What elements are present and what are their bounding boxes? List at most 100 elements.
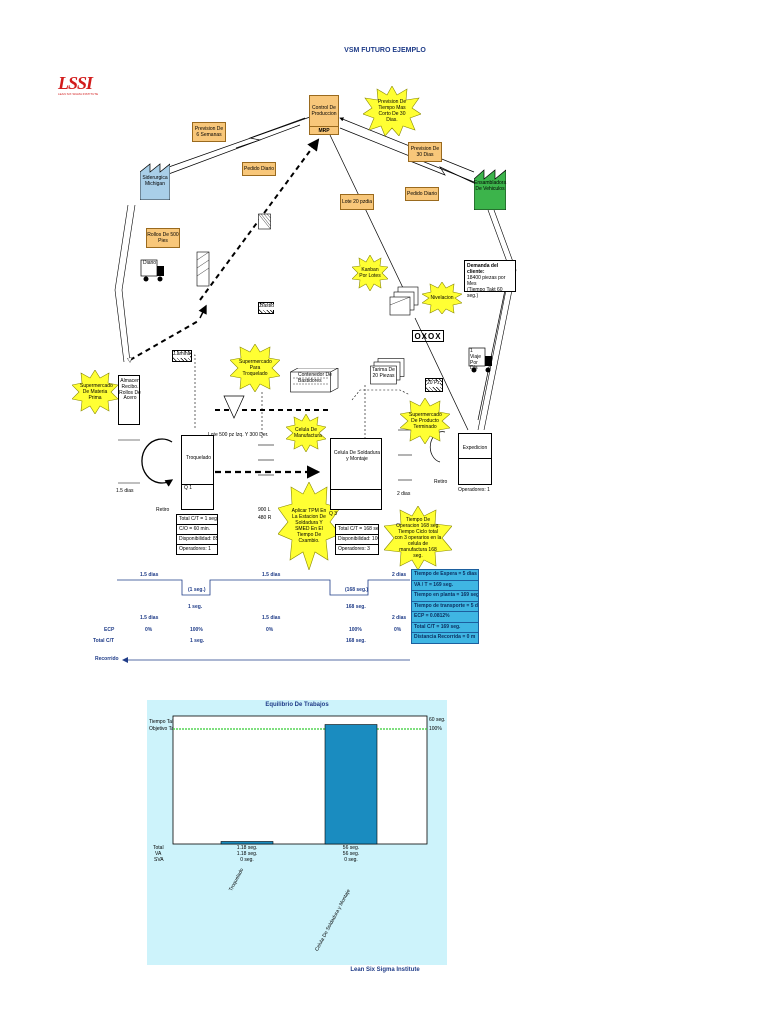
tl-totalct-1: 1 seg. (190, 638, 205, 644)
prevision-6-label: Prevision De 6 Semanas (192, 122, 226, 142)
summary-table: Tiempo de Espera = 5 dias VA / T = 169 s… (411, 569, 479, 644)
cell: 0 seg. (344, 857, 358, 863)
truck-viajes-label: 1 Viaje Por Dia (470, 348, 482, 372)
page-title: VSM FUTURO EJEMPLO (344, 47, 426, 54)
dias-2: 2 dias (397, 491, 411, 497)
celula-label: Celula De Soldadura y Montaje (333, 450, 381, 462)
operadores-exp: Operadores: 1 (458, 487, 490, 493)
almacen-label: Almacen Recibo. Rollos De Acero (119, 378, 141, 402)
summary-row: Tiempo en planta = 169 seg. (412, 591, 478, 602)
troq-row: C/O = 60 min. (177, 525, 217, 535)
kaizen-burst-icon (72, 370, 118, 414)
kaizen-super-troquelado: Supermercado Para Troquelado (230, 344, 280, 392)
row-label-va: VA (155, 851, 162, 857)
truck-viajes: 1 Viaje Por Dia (468, 346, 494, 376)
kaizen-burst-icon (384, 506, 452, 570)
kaizen-nivelacion: Nivelacion (422, 282, 462, 314)
bar-0 (220, 841, 274, 845)
kaizen-super-producto: Supermercado De Producto Terminado (400, 398, 450, 444)
kaizen-burst-icon (230, 344, 280, 392)
target-pct-label: 100% (429, 726, 442, 732)
expedicion-process: Expedicion (458, 433, 492, 485)
lote-20-label: Lote 20 pzdia (340, 194, 374, 210)
customer-label: Ensambladora De Vehiculos (474, 180, 507, 192)
kanban-post-icon (196, 250, 212, 288)
demand-box: Demanda del cliente: 18400 piezas por Me… (464, 260, 516, 299)
kaizen-burst-icon (400, 398, 450, 444)
inv-900: 900 L (258, 507, 271, 513)
tl-ecp-4: 100% (349, 627, 362, 633)
cel-row: Total C/T = 168 seg. (336, 525, 378, 535)
contenedor-icon: Contenedor De Bastidores (290, 367, 344, 394)
kaizen-tpm: Aplicar TPM En La Estacion De Soldadura … (278, 482, 340, 570)
troquelado-table: Total C/T = 1 seg. C/O = 60 min. Disponi… (176, 514, 218, 555)
takt-label: Tiempo Takt (149, 719, 176, 725)
chart-plot (172, 715, 428, 845)
kaizen-burst-icon (352, 255, 388, 291)
tl-val-2: (168 seg.) (345, 587, 369, 593)
kaizen-burst-icon (422, 282, 462, 314)
celula-q: Q 3 (329, 511, 338, 517)
tl-r2-1: 1.5 dias (140, 615, 159, 621)
customer-factory: Ensambladora De Vehiculos (474, 165, 506, 210)
summary-row: Total C/T = 169 seg. (412, 623, 478, 633)
cell: 1.18 seg. (236, 851, 258, 857)
summary-row: VA / T = 169 seg. (412, 581, 478, 591)
truck-diario: Diario (140, 258, 166, 284)
supplier-factory: Siderurgica Michigan (140, 160, 170, 200)
demand-title: Demanda del cliente: (467, 263, 499, 275)
summary-row: ECP = 0.0812% (412, 612, 478, 623)
tl-ecp-3: 0% (266, 627, 274, 633)
summary-row: Tiempo de Espera = 5 dias (412, 570, 478, 581)
kaizen-celula: Celula De Manufactura (286, 414, 326, 452)
cel-row: Disponibilidad: 100% (336, 535, 378, 545)
mrp-label: MRP (318, 127, 330, 134)
chart-footer: Lean Six Sigma Institute (350, 967, 420, 973)
almacen-box: Almacen Recibo. Rollos De Acero (118, 375, 141, 425)
tl-totalct-label: Total C/T (93, 638, 115, 644)
factory-icon (140, 163, 170, 200)
bar-1 (324, 724, 378, 845)
troq-row: Disponibilidad: 85% (177, 535, 217, 545)
troq-row: Total C/T = 1 seg. (177, 515, 217, 525)
logo-text: LSSI (58, 73, 93, 93)
demand-line2: (Tiempo Takt 60 seg.) (467, 287, 503, 299)
truck-icon (468, 347, 492, 373)
tl-top-3: 2 dias (392, 572, 407, 578)
mrp-box: MRP (309, 126, 339, 135)
troq-row: Operadores: 1 (179, 546, 211, 552)
summary-row: Distancia Recorrida = 0 m (414, 634, 476, 640)
cell: 0 seg. (240, 857, 254, 863)
kaizen-tiempo-mas-corto: Prevision De Tiempo Mas Corto De 30 Dias… (363, 86, 421, 136)
inv-480: 480 R (258, 515, 272, 521)
kaizen-burst-icon (363, 86, 421, 136)
hatched-box-3: 20 Pz (425, 378, 443, 392)
equilibrio-chart: Equilibrio De Trabajos Tiempo Takt Objet… (147, 700, 447, 965)
tarima-label: Tarima De 20 Piezas (372, 367, 395, 379)
pedido-diario-right-label: Pedido Diario (405, 187, 439, 201)
tl-r2-5: 2 dias (392, 615, 407, 621)
expedicion-label: Expedicion (462, 445, 488, 451)
heijunka-box: OXOX (412, 330, 444, 342)
tl-r2-4: 168 seg. (346, 604, 366, 610)
kaizen-burst-icon (286, 414, 326, 452)
troquelado-label: Troquelado (185, 455, 212, 461)
control-produccion-box: Control De Produccion (309, 95, 339, 127)
kanban-card-icon (258, 212, 272, 230)
cell: 56 seg. (342, 845, 360, 851)
logo-subtitle: LEAN SIX SIGMA INSTITUTE (58, 92, 99, 96)
hatched-box-2: Bastid (258, 302, 274, 314)
dias-left: 1.5 dias (116, 488, 134, 494)
tl-val-1: (1 seg.) (188, 587, 206, 593)
kaizen-tiempo-operacion: Tiempo De Operacion 168 seg. Tiempo Cicl… (384, 506, 452, 570)
celula-process: Celula De Soldadura y Montaje (330, 438, 382, 510)
retiro-1: Retiro (156, 507, 170, 513)
control-label: Control De Produccion (311, 105, 337, 117)
tl-ecp-2: 100% (190, 627, 203, 633)
tl-r2-3: 1.5 dias (262, 615, 281, 621)
tl-r2-2: 1 seg. (188, 604, 203, 610)
retiro-2: Retiro (434, 479, 448, 485)
kaizen-super-materia: Supermercado De Materia Prima (72, 370, 118, 414)
tl-totalct-2: 168 seg. (346, 638, 366, 644)
supplier-label: Siderurgica Michigan (142, 175, 168, 187)
